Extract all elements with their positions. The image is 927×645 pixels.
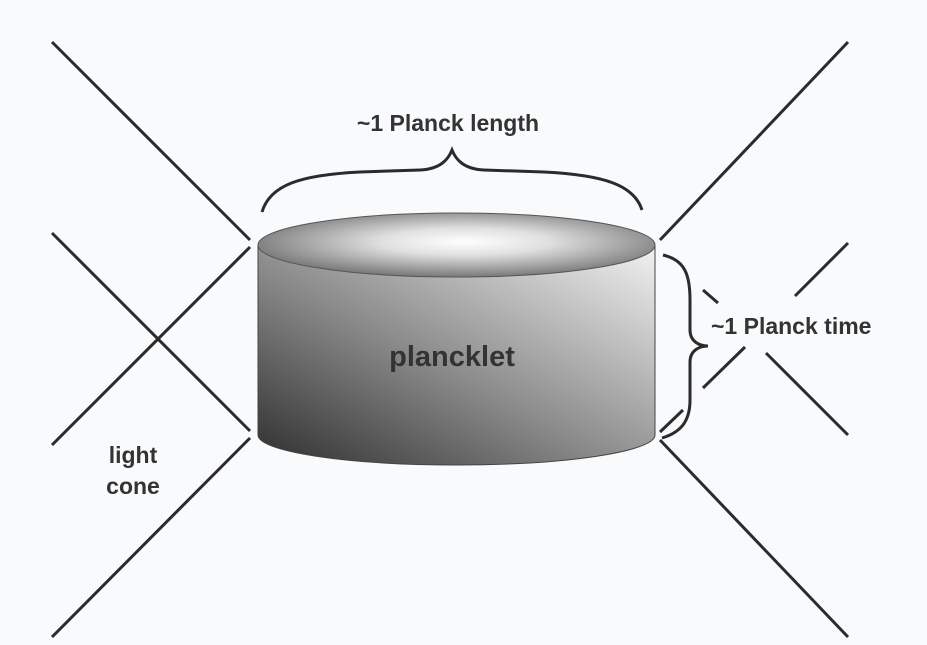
cone-line <box>50 245 252 447</box>
planck-time-label: ~1 Planck time <box>711 313 871 339</box>
cone-line <box>658 438 850 639</box>
cone-line <box>50 436 252 639</box>
cone-line <box>793 241 850 298</box>
cone-line <box>50 231 252 433</box>
plancklet-cylinder <box>257 212 656 466</box>
cone-line <box>701 345 747 390</box>
cone-line <box>658 40 850 242</box>
cone-line <box>764 351 850 437</box>
light-cone-label-line2: cone <box>106 473 160 499</box>
length-brace <box>260 145 644 213</box>
plancklet-label: plancklet <box>389 341 515 373</box>
light-cone-lines <box>50 40 850 639</box>
cone-line <box>658 408 685 434</box>
cone-line <box>50 40 252 242</box>
planck-length-label: ~1 Planck length <box>357 110 539 136</box>
cone-line <box>702 288 719 305</box>
time-brace <box>661 253 709 440</box>
light-cone-label-line1: light <box>109 442 158 468</box>
